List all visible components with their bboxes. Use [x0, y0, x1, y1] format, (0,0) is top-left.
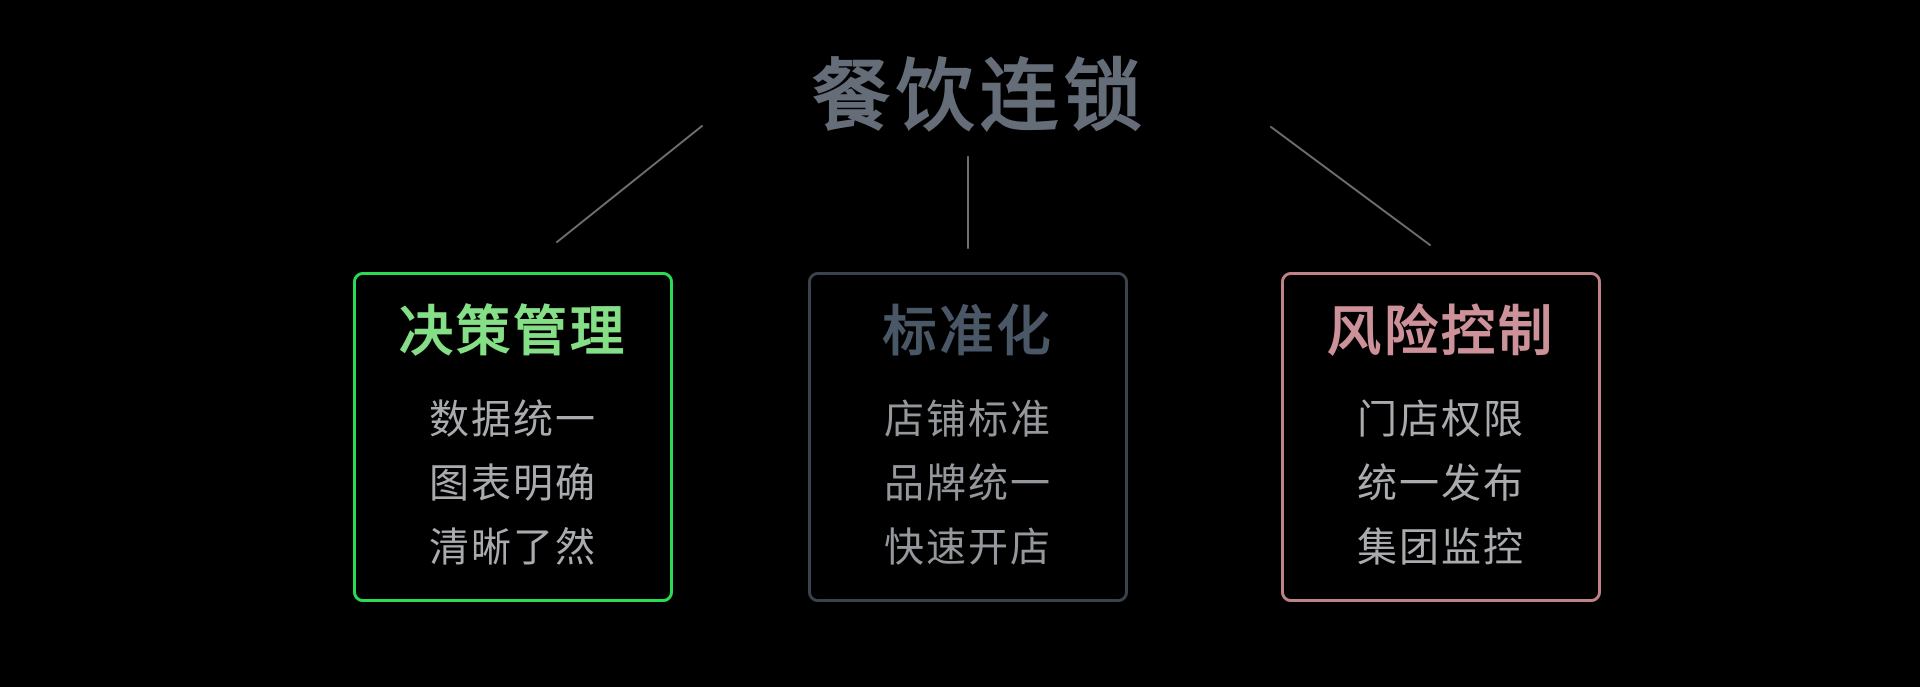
branch-item: 图表明确 [429, 461, 597, 507]
branch-item: 店铺标准 [884, 397, 1052, 443]
branch-item: 集团监控 [1357, 525, 1525, 571]
branch-item: 统一发布 [1357, 461, 1525, 507]
branch-item-list: 数据统一 图表明确 清晰了然 [356, 388, 670, 580]
branch-item: 门店权限 [1357, 397, 1525, 443]
branch-item: 清晰了然 [429, 525, 597, 571]
branch-item: 快速开店 [884, 525, 1052, 571]
connector-line-left [556, 125, 703, 243]
branch-box-risk-control[interactable]: 风险控制 门店权限 统一发布 集团监控 [1281, 272, 1601, 602]
branch-item: 品牌统一 [884, 461, 1052, 507]
branch-item-list: 店铺标准 品牌统一 快速开店 [811, 388, 1125, 580]
branch-box-standardization[interactable]: 标准化 店铺标准 品牌统一 快速开店 [808, 272, 1128, 602]
branch-item-list: 门店权限 统一发布 集团监控 [1284, 388, 1598, 580]
branch-item: 数据统一 [429, 397, 597, 443]
connector-line-right [1270, 126, 1431, 246]
branch-box-decision-management[interactable]: 决策管理 数据统一 图表明确 清晰了然 [353, 272, 673, 602]
root-node-title[interactable]: 餐饮连锁 [811, 52, 1149, 142]
branch-title: 标准化 [882, 300, 1054, 363]
branch-title: 决策管理 [399, 300, 627, 363]
branch-title: 风险控制 [1327, 300, 1555, 363]
